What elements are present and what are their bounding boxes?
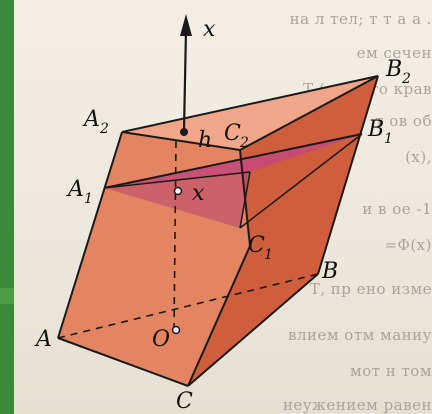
- background-text-line: влием отм маниу: [288, 326, 432, 344]
- axis-dashed: [173, 139, 177, 331]
- label-O: O: [152, 327, 170, 352]
- edge-A-A2: [57, 131, 123, 339]
- prism-edges: [57, 75, 379, 387]
- label-C1-sub: 1: [264, 247, 273, 263]
- label-C1: C: [248, 233, 265, 258]
- point-x: [173, 186, 183, 196]
- background-text-line: =Φ(х): [384, 236, 432, 254]
- label-A2-sub: 2: [99, 121, 109, 137]
- background-text-line: (х),: [405, 148, 432, 166]
- label-C: C: [176, 389, 193, 414]
- label-B1-sub: 1: [384, 131, 393, 147]
- prism-face-right: [188, 76, 378, 386]
- label-B: B: [321, 259, 338, 284]
- hidden-edges: [57, 139, 319, 339]
- arrow-head-icon: [180, 14, 192, 36]
- background-text-line: мот н том: [349, 362, 432, 380]
- label-C2: C: [224, 121, 241, 146]
- x-axis: [180, 14, 192, 131]
- edge-B-B2: [317, 75, 379, 275]
- edge-A1-C1: [103, 171, 251, 189]
- label-point-x: x: [192, 181, 205, 206]
- background-text-line: на л тел; т т а а .: [289, 10, 432, 28]
- edge-A2-B2: [121, 75, 379, 133]
- background-text-line: т ов об: [375, 112, 432, 130]
- label-C2-sub: 2: [239, 135, 249, 151]
- label-A1-sub: 1: [84, 191, 93, 207]
- cross-section-front: [104, 172, 250, 228]
- label-B2: B: [385, 57, 402, 82]
- background-text-line: Т, пр ено изме: [309, 280, 432, 298]
- edge-C1-B1: [239, 133, 363, 229]
- label-A1: A: [66, 177, 84, 202]
- edge-section-C1: [239, 171, 251, 229]
- edge-A-C: [57, 337, 189, 387]
- axis-label-x: x: [203, 17, 216, 42]
- background-text-line: неужением равен: [282, 396, 432, 414]
- edge-A1-B1: [103, 133, 363, 189]
- edge-C2-B2: [239, 75, 379, 151]
- label-A: A: [34, 327, 52, 352]
- label-h: h: [198, 128, 212, 153]
- background-text-line: и в ое -1: [362, 200, 432, 218]
- edge-A2-C2: [121, 131, 241, 151]
- point-h: [180, 128, 188, 136]
- background-text-line: ем сечен: [356, 44, 432, 62]
- edge-A-B-hidden: [57, 273, 319, 339]
- edge-C1-C: [187, 245, 251, 387]
- label-B1: B: [367, 117, 384, 142]
- edge-C-B: [187, 273, 319, 387]
- label-A2: A: [82, 107, 100, 132]
- label-B2-sub: 2: [401, 71, 411, 87]
- point-O: [171, 325, 181, 335]
